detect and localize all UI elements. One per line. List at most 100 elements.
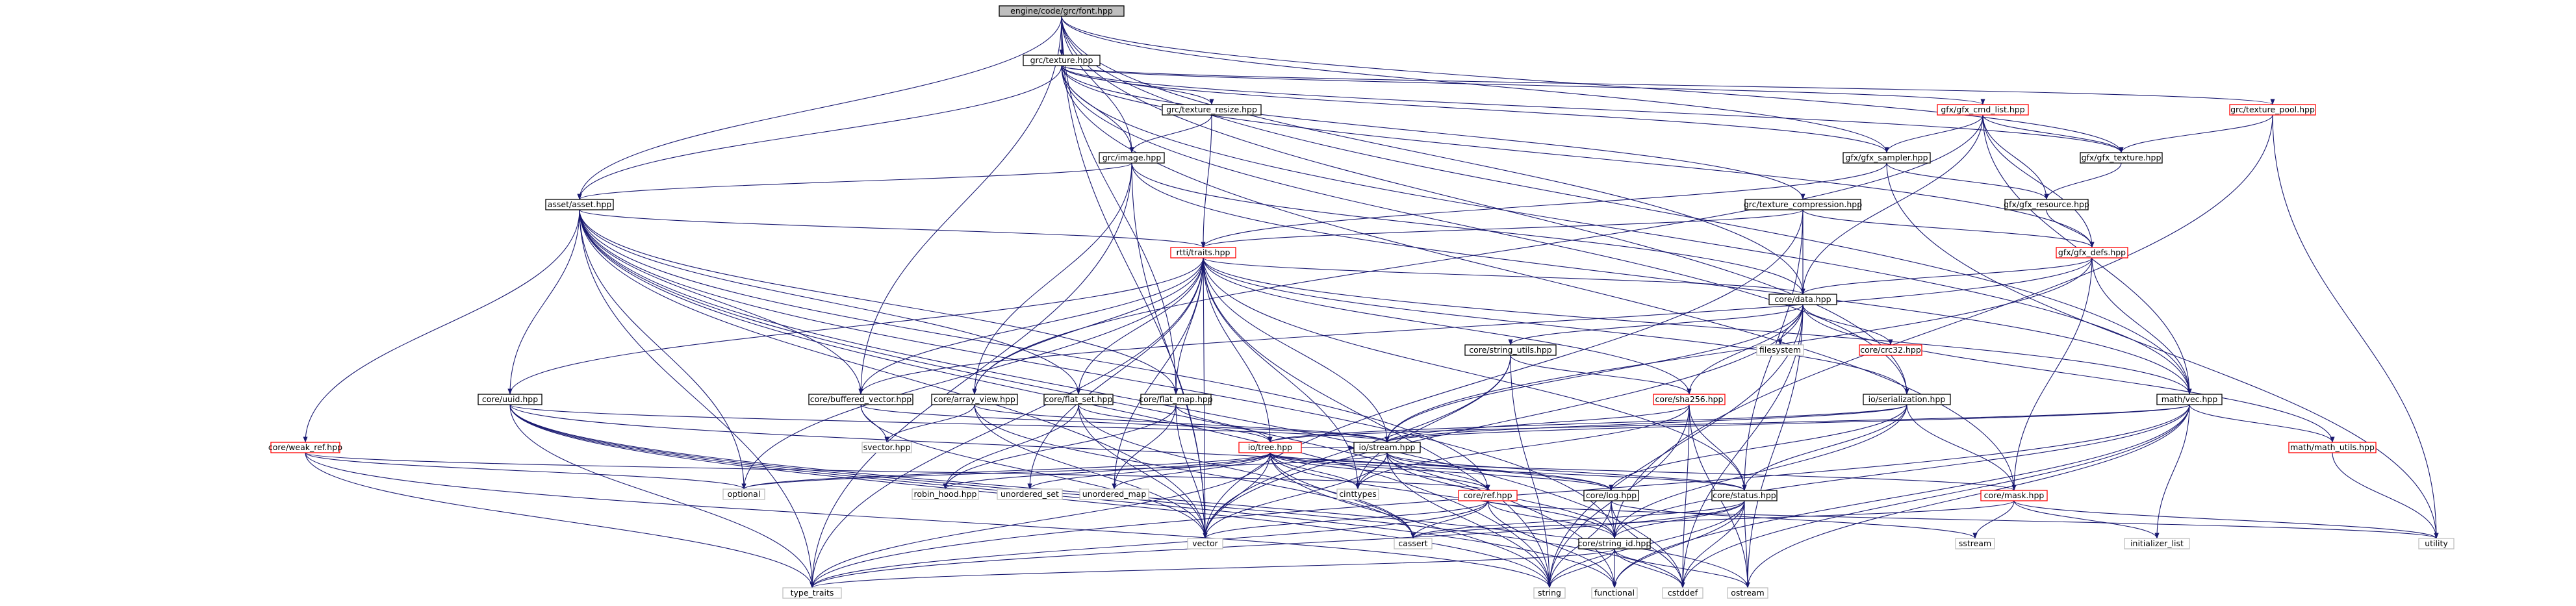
graph-node-math-vec[interactable]: math/vec.hpp [2156, 394, 2223, 405]
graph-node-string: string [1533, 587, 1566, 599]
graph-node-string-utils[interactable]: core/string_utils.hpp [1464, 344, 1557, 356]
dependency-edge [972, 162, 1132, 395]
dependency-edge [2189, 404, 2335, 443]
graph-node-crc32[interactable]: core/crc32.hpp [1859, 344, 1922, 356]
node-box [1099, 152, 1165, 164]
graph-node-flat-map[interactable]: core/flat_map.hpp [1139, 394, 1213, 405]
graph-node-rtti[interactable]: rtti/traits.hpp [1170, 247, 1236, 259]
node-box [2004, 199, 2089, 210]
dependency-edge [1061, 65, 2124, 153]
graph-node-image[interactable]: grc/image.hpp [1099, 152, 1165, 164]
graph-node-math-utils[interactable]: math/math_utils.hpp [2288, 442, 2377, 453]
graph-node-gfx-sampler[interactable]: gfx/gfx_sampler.hpp [1843, 152, 1931, 164]
node-label: core/flat_map.hpp [1139, 394, 1213, 404]
graph-node-root[interactable]: engine/code/grc/font.hpp [999, 5, 1125, 17]
graph-node-io-stream[interactable]: io/stream.hpp [1353, 442, 1421, 453]
graph-node-io-tree[interactable]: io/tree.hpp [1238, 442, 1302, 453]
dependency-edge [579, 209, 1617, 539]
node-box [997, 488, 1063, 500]
node-box [1744, 199, 1861, 210]
dependency-edge [1269, 452, 1552, 588]
dependency-edge [1487, 500, 1617, 588]
graph-node-gfx-defs[interactable]: gfx/gfx_defs.hpp [2056, 247, 2128, 259]
dependency-edge [1800, 257, 2093, 295]
graph-node-gfx-texture[interactable]: gfx/gfx_texture.hpp [2080, 152, 2163, 164]
node-label: asset/asset.hpp [548, 199, 612, 209]
node-label: grc/texture.hpp [1030, 55, 1093, 65]
graph-node-string-id[interactable]: core/string_id.hpp [1578, 538, 1651, 549]
dependency-edge [1201, 162, 1887, 248]
node-label: grc/texture_compression.hpp [1744, 199, 1862, 209]
graph-node-buffered-vector[interactable]: core/buffered_vector.hpp [808, 394, 913, 405]
node-label: unordered_map [1082, 489, 1147, 499]
node-label: engine/code/grc/font.hpp [1010, 6, 1113, 16]
dependency-edge [1061, 65, 1985, 105]
dependency-edge [1061, 16, 2192, 395]
dependency-edge [1175, 404, 1273, 443]
dependency-edge [579, 209, 863, 395]
dependency-edge [810, 500, 1745, 588]
graph-node-core-ref[interactable]: core/ref.hpp [1458, 490, 1518, 501]
node-box [931, 394, 1018, 405]
graph-node-gfx-resource[interactable]: gfx/gfx_resource.hpp [2004, 199, 2089, 210]
node-label: io/tree.hpp [1248, 442, 1292, 452]
dependency-edge [1061, 65, 2017, 491]
graph-node-texture[interactable]: grc/texture.hpp [1023, 55, 1101, 66]
dependency-edge [1203, 209, 1804, 539]
graph-node-filesystem: filesystem [1756, 344, 1804, 356]
node-box [1955, 538, 1995, 549]
graph-node-core-status[interactable]: core/status.hpp [1711, 490, 1778, 501]
graph-node-data[interactable]: core/data.hpp [1768, 294, 1837, 305]
dependency-edge [1547, 548, 1615, 588]
dependency-edge [1076, 257, 1204, 395]
dependency-edge [1129, 114, 1212, 153]
dependency-edge [1609, 404, 1907, 491]
node-label: core/log.hpp [1586, 490, 1637, 500]
graph-node-flat-set[interactable]: core/flat_set.hpp [1043, 394, 1114, 405]
graph-node-core-log[interactable]: core/log.hpp [1583, 490, 1639, 501]
dependency-edge [1355, 404, 1690, 490]
dependency-edge [1131, 162, 2192, 395]
dependency-edge [2011, 257, 2093, 491]
graph-node-core-mask[interactable]: core/mask.hpp [1980, 490, 2048, 501]
graph-node-weak-ref[interactable]: core/weak_ref.hpp [268, 442, 342, 453]
dependency-edge [2332, 452, 2439, 539]
dependency-edge [1061, 16, 1909, 395]
dependency-edge [509, 404, 1614, 491]
graph-node-texture-compression[interactable]: grc/texture_compression.hpp [1744, 199, 1862, 210]
dependency-edge [1384, 404, 2190, 443]
dependency-edge [741, 452, 1388, 490]
node-box [1756, 344, 1804, 356]
node-label: cinttypes [1339, 489, 1377, 499]
dependency-edge [860, 404, 1390, 443]
node-label: grc/texture_pool.hpp [2230, 105, 2315, 114]
graph-node-sha256[interactable]: core/sha256.hpp [1653, 394, 1726, 405]
node-box [1578, 538, 1651, 549]
dependency-edge [1201, 209, 1804, 248]
dependency-edge [1614, 548, 1750, 588]
dependency-edge [1112, 452, 1271, 490]
node-label: core/data.hpp [1774, 294, 1831, 304]
node-label: gfx/gfx_cmd_list.hpp [1941, 105, 2024, 114]
graph-node-array-view[interactable]: core/array_view.hpp [931, 394, 1018, 405]
graph-node-texture-pool[interactable]: grc/texture_pool.hpp [2229, 104, 2316, 116]
dependency-edge [1384, 257, 2093, 443]
dependency-edge [810, 257, 1204, 588]
dependency-edge [1061, 16, 2124, 153]
node-label: optional [728, 489, 761, 499]
node-label: robin_hood.hpp [913, 489, 976, 499]
graph-node-texture-resize[interactable]: grc/texture_resize.hpp [1162, 104, 1262, 116]
graph-node-uuid[interactable]: core/uuid.hpp [478, 394, 542, 405]
node-box [1023, 55, 1101, 66]
node-label: ostream [1731, 588, 1764, 598]
node-box [912, 488, 979, 500]
graph-node-asset[interactable]: asset/asset.hpp [545, 199, 614, 210]
dependency-edge [1061, 65, 1889, 153]
graph-node-gfx-cmd-list[interactable]: gfx/gfx_cmd_list.hpp [1937, 104, 2029, 116]
graph-node-serialization[interactable]: io/serialization.hpp [1863, 394, 1951, 405]
graph-node-utility: utility [2418, 538, 2455, 549]
graph-node-svector: svector.hpp [861, 442, 912, 453]
node-label: grc/image.hpp [1103, 153, 1162, 162]
node-label: core/string_id.hpp [1578, 538, 1651, 548]
